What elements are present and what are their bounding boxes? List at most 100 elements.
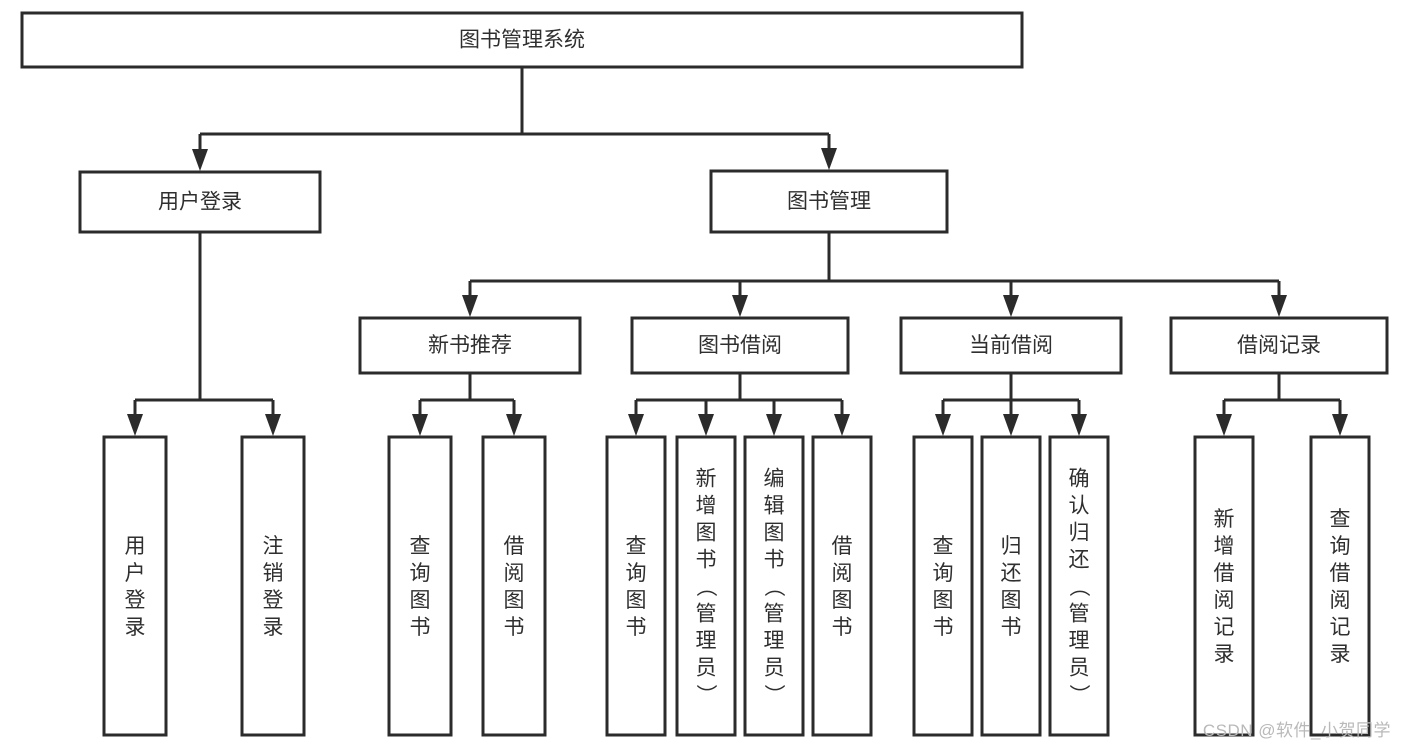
node-label-char: 询 [410, 562, 431, 585]
node-label-char: 录 [125, 616, 146, 639]
node-leaf-query-book-bb[interactable]: 查询图书查询图书 [605, 435, 667, 737]
arrow-head-icon [821, 148, 837, 170]
arrow-head-icon [1216, 414, 1232, 436]
node-book-borrow[interactable]: 图书借阅 [630, 316, 850, 375]
arrow-head-icon [1332, 414, 1348, 436]
node-label-char: 查 [1330, 508, 1351, 531]
node-label-char: 增 [696, 495, 717, 518]
node-label-book-manage: 图书管理 [787, 190, 871, 213]
node-label-char: 阅 [832, 562, 853, 585]
node-label-char: 阅 [1214, 589, 1235, 612]
node-leaf-add-record[interactable]: 新增借阅记录新增借阅记录 [1193, 435, 1255, 737]
node-leaf-user-login[interactable]: 用户登录用户登录 [102, 435, 168, 737]
node-current-borrow[interactable]: 当前借阅 [899, 316, 1123, 375]
node-label-char: 图 [626, 589, 647, 612]
node-label-char: 销 [263, 562, 284, 585]
node-label-char: 询 [626, 562, 647, 585]
node-label-char: 图 [504, 589, 525, 612]
arrow-head-icon [766, 414, 782, 436]
node-leaf-return-book[interactable]: 归还图书归还图书 [980, 435, 1042, 737]
node-label-char: （ [1067, 576, 1090, 597]
arrow-head-icon [412, 414, 428, 436]
node-label-char: ） [762, 684, 785, 705]
node-label-char: 书 [764, 549, 785, 572]
node-label-char: 阅 [504, 562, 525, 585]
node-box-leaf-query-book-rec [387, 435, 453, 737]
node-label-char: ） [1067, 684, 1090, 705]
node-label-char: 理 [764, 630, 785, 653]
node-label-char: 用 [125, 535, 146, 558]
node-label-char: 记 [1214, 616, 1235, 639]
node-box-leaf-user-login [102, 435, 168, 737]
node-label-char: 还 [1069, 549, 1090, 572]
node-box-leaf-query-book-bb [605, 435, 667, 737]
node-label-char: 辑 [764, 495, 785, 518]
node-root[interactable]: 图书管理系统 [20, 11, 1024, 69]
node-borrow-record[interactable]: 借阅记录 [1169, 316, 1389, 375]
arrow-head-icon [935, 414, 951, 436]
node-label-char: 书 [626, 616, 647, 639]
arrow-head-icon [1003, 295, 1019, 317]
node-leaf-logout[interactable]: 注销登录注销登录 [240, 435, 306, 737]
node-label-char: 录 [263, 616, 284, 639]
node-label-char: 图 [1001, 589, 1022, 612]
node-label-char: 书 [410, 616, 431, 639]
node-leaf-borrow-book-bb[interactable]: 借阅图书借阅图书 [811, 435, 873, 737]
node-label-char: 管 [764, 603, 785, 626]
node-label-char: 登 [125, 589, 146, 612]
node-label-char: 查 [933, 535, 954, 558]
node-label-char: 查 [410, 535, 431, 558]
node-label-char: 书 [504, 616, 525, 639]
node-box-leaf-borrow-book-rec [481, 435, 547, 737]
node-label-char: （ [694, 576, 717, 597]
connectors-layer [127, 67, 1348, 436]
node-label-char: 注 [263, 535, 284, 558]
node-label-char: 询 [1330, 535, 1351, 558]
node-leaf-borrow-book-rec[interactable]: 借阅图书借阅图书 [481, 435, 547, 737]
node-label-char: 员 [764, 657, 785, 680]
node-label-char: 图 [764, 522, 785, 545]
node-label-char: 还 [1001, 562, 1022, 585]
node-box-new-book-rec [358, 316, 582, 375]
boxes-layer: 图书管理系统用户登录图书管理新书推荐图书借阅当前借阅借阅记录用户登录用户登录注销… [20, 11, 1389, 737]
node-leaf-query-record[interactable]: 查询借阅记录查询借阅记录 [1309, 435, 1371, 737]
node-label-root: 图书管理系统 [459, 29, 585, 52]
node-label-char: 图 [832, 589, 853, 612]
node-label-char: 确 [1069, 468, 1090, 491]
node-book-manage[interactable]: 图书管理 [709, 169, 949, 234]
node-leaf-query-book-cb[interactable]: 查询图书查询图书 [912, 435, 974, 737]
node-label-char: 借 [832, 535, 853, 558]
arrow-head-icon [698, 414, 714, 436]
node-label-borrow-record: 借阅记录 [1237, 334, 1321, 357]
node-label-char: 理 [696, 630, 717, 653]
node-box-leaf-borrow-book-bb [811, 435, 873, 737]
node-label-user-login: 用户登录 [158, 191, 242, 214]
node-label-book-borrow: 图书借阅 [698, 334, 782, 357]
node-label-char: 登 [263, 589, 284, 612]
node-label-char: 录 [1214, 643, 1235, 666]
node-label-char: 借 [1214, 562, 1235, 585]
node-label-new-book-rec: 新书推荐 [428, 334, 512, 357]
node-label-char: 新 [696, 468, 717, 491]
node-box-current-borrow [899, 316, 1123, 375]
node-label-char: 查 [626, 535, 647, 558]
node-label-current-borrow: 当前借阅 [969, 334, 1053, 357]
node-label-char: 录 [1330, 643, 1351, 666]
arrow-head-icon [127, 414, 143, 436]
arrow-head-icon [1003, 414, 1019, 436]
node-user-login[interactable]: 用户登录 [78, 170, 322, 234]
arrow-head-icon [1271, 295, 1287, 317]
node-new-book-rec[interactable]: 新书推荐 [358, 316, 582, 375]
node-box-leaf-add-record [1193, 435, 1255, 737]
node-label-char: 书 [933, 616, 954, 639]
node-label-char: 图 [696, 522, 717, 545]
node-label-char: 编 [764, 468, 785, 491]
arrow-head-icon [462, 295, 478, 317]
node-box-leaf-query-record [1309, 435, 1371, 737]
node-box-user-login [78, 170, 322, 234]
node-leaf-query-book-rec[interactable]: 查询图书查询图书 [387, 435, 453, 737]
